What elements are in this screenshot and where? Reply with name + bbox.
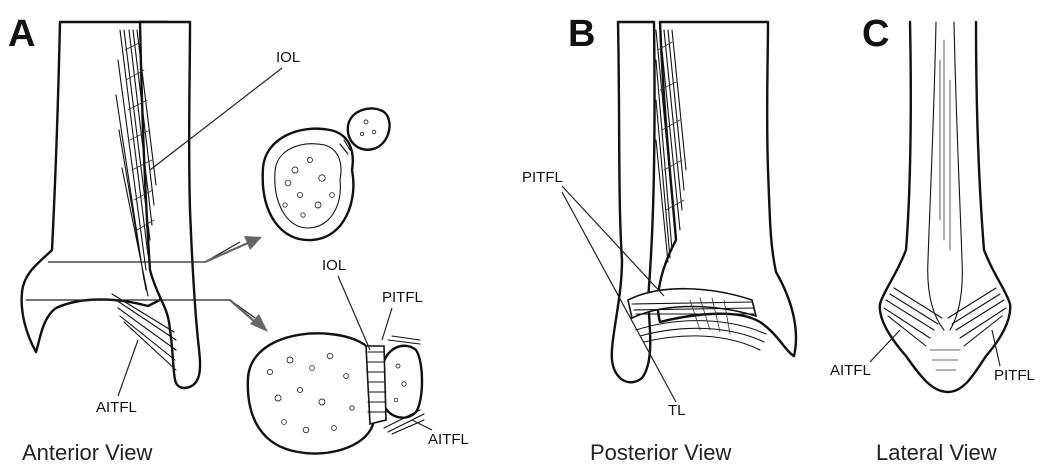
arrow-icon [230, 300, 268, 332]
panel-b-letter: B [568, 13, 595, 55]
caption-posterior-view: Posterior View [590, 440, 732, 465]
label-aitfl-a: AITFL [96, 399, 137, 416]
tibia-fibula-posterior-drawing [612, 22, 796, 382]
arrow-icon [205, 236, 262, 262]
tl-hatch-b [636, 321, 766, 350]
label-aitfl-section: AITFL [428, 431, 469, 448]
fibula-section-lower [382, 346, 422, 418]
tibia-section-lower [248, 333, 374, 453]
panel-c-letter: C [862, 13, 889, 55]
fibula-lateral [880, 22, 1010, 392]
caption-anterior-view: Anterior View [22, 440, 153, 465]
label-iol-section: IOL [322, 257, 346, 274]
panel-b: B PITFL TL Posterior View [522, 13, 796, 465]
panel-a-letter: A [8, 13, 35, 55]
fibula-posterior [612, 22, 655, 382]
cross-section-upper [263, 108, 390, 240]
label-aitfl-c: AITFL [830, 362, 871, 379]
fibula-anterior [140, 22, 200, 388]
label-pitfl-section: PITFL [382, 289, 423, 306]
label-iol-a: IOL [276, 49, 300, 66]
tibia-section-upper [263, 129, 354, 240]
tibia-fibula-anterior-drawing [22, 22, 255, 388]
caption-lateral-view: Lateral View [876, 440, 997, 465]
tibia-fibula-lateral-drawing [880, 22, 1010, 392]
label-tl-b: TL [668, 402, 686, 419]
panel-c: C AITFL PITFL Lateral View [830, 13, 1035, 465]
label-pitfl-b: PITFL [522, 169, 563, 186]
label-pitfl-c: PITFL [994, 367, 1035, 384]
cross-section-lower [248, 333, 424, 453]
fibula-section-upper [348, 108, 390, 149]
panel-a: A [8, 13, 469, 465]
